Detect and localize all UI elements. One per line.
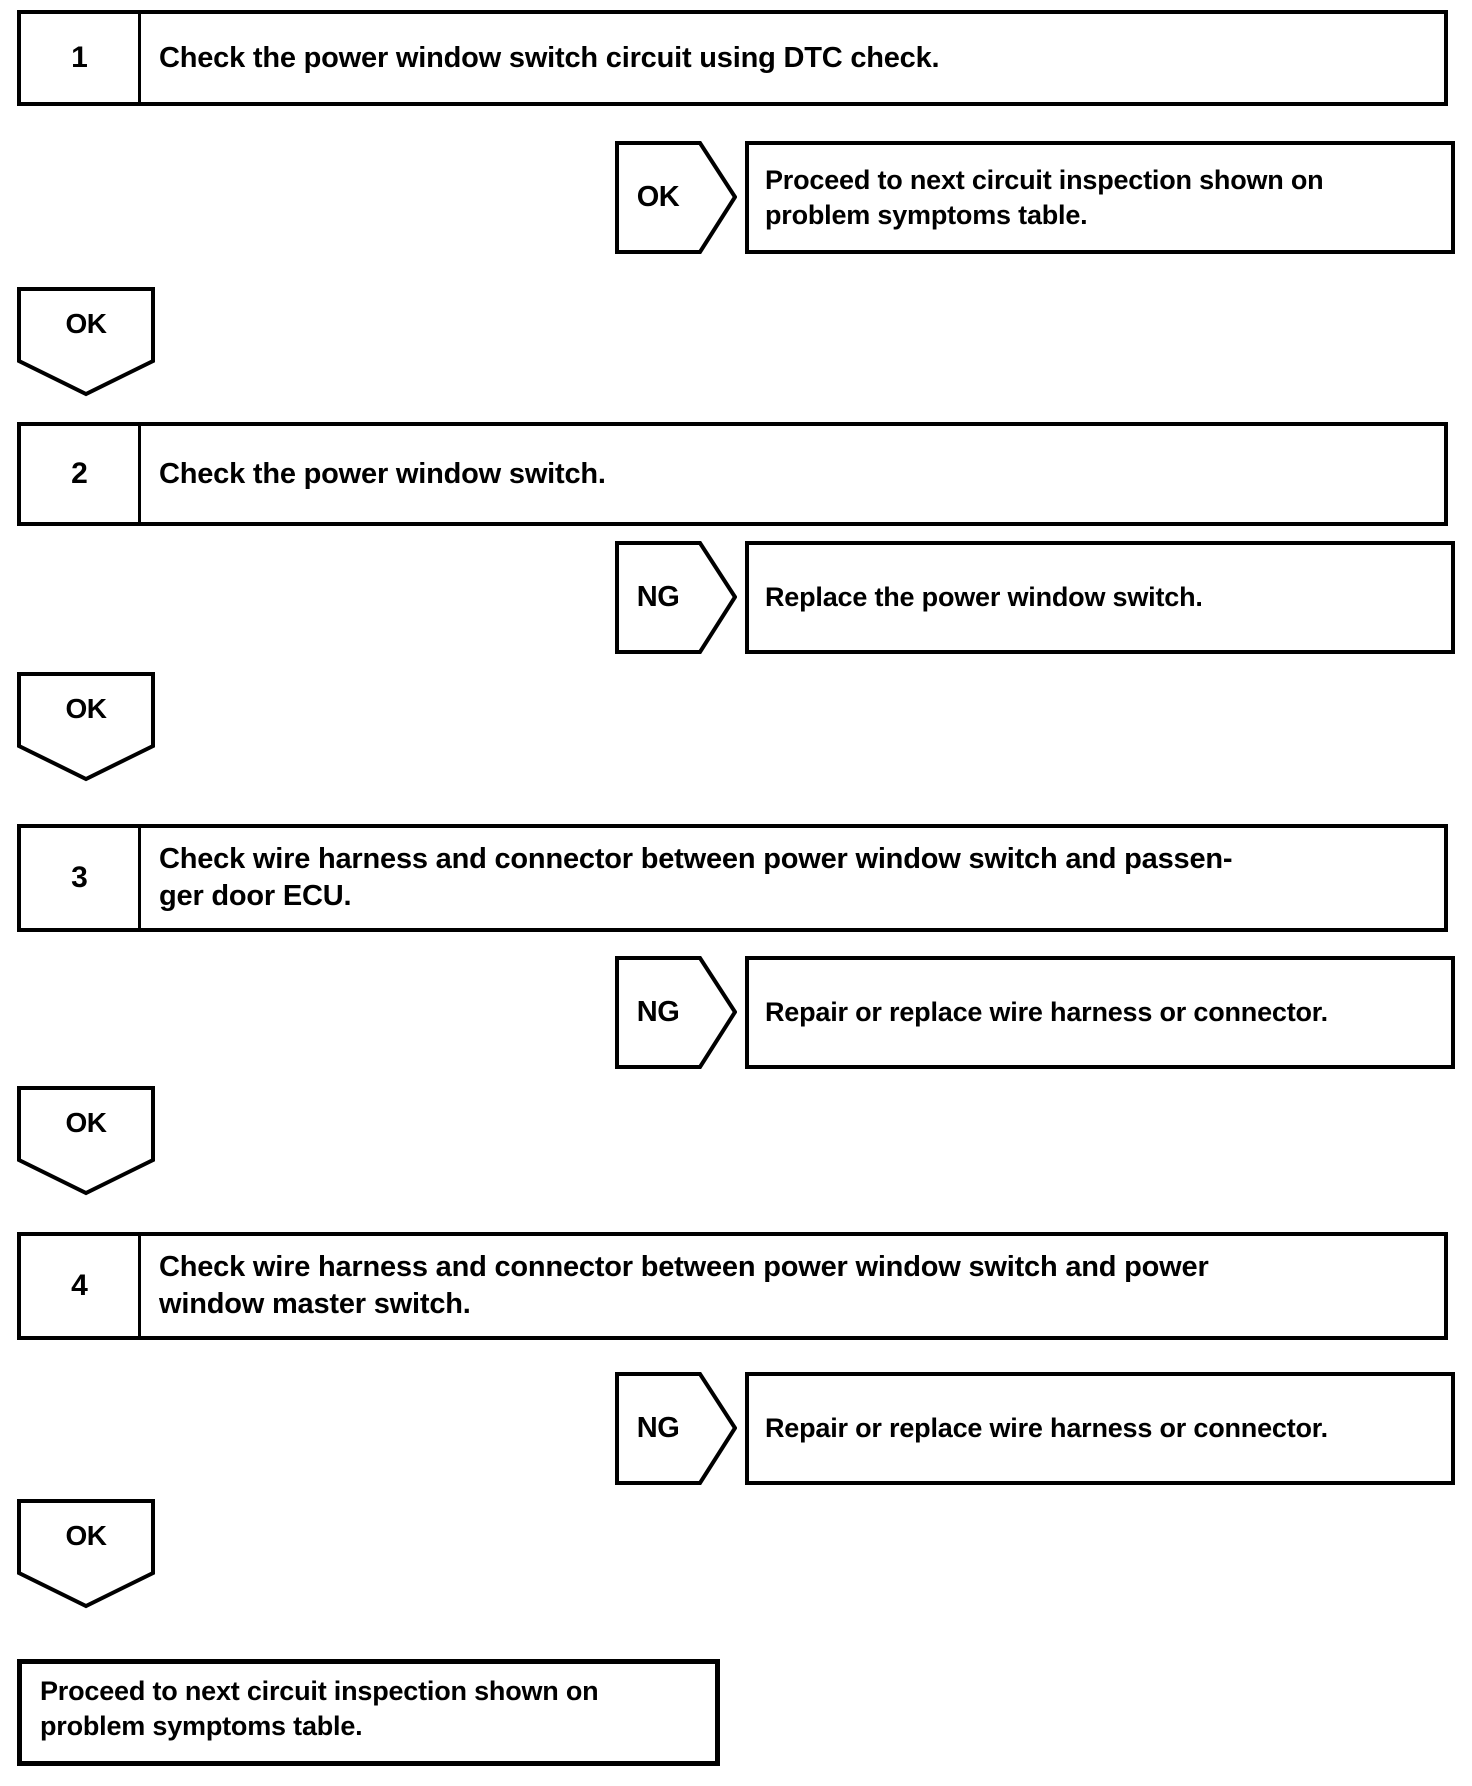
step-instruction-1: Check the power window switch circuit us…: [159, 41, 940, 74]
step-box-2: 2 Check the power window switch.: [17, 422, 1448, 526]
step-number-4: 4: [21, 1236, 141, 1336]
step-box-1: 1 Check the power window switch circuit …: [17, 10, 1448, 106]
step-number-1: 1: [21, 14, 141, 102]
ng-arrow-right-icon: NG: [615, 956, 737, 1069]
step-box-4: 4 Check wire harness and connector betwe…: [17, 1232, 1448, 1340]
step-number-1-label: 1: [71, 41, 88, 74]
branch-row-2: NG Replace the power window switch.: [615, 541, 1472, 654]
continue-ok-label-4: OK: [65, 1520, 108, 1551]
branch-row-4: NG Repair or replace wire harness or con…: [615, 1372, 1472, 1485]
continue-ok-label-3: OK: [65, 1107, 108, 1138]
ok-arrow-down-icon: OK: [17, 1499, 155, 1609]
branch-result-1: Proceed to next circuit inspection shown…: [745, 141, 1455, 254]
branch-row-1: OK Proceed to next circuit inspection sh…: [615, 141, 1472, 254]
ok-arrow-right-icon: OK: [615, 141, 737, 254]
step-number-2-label: 2: [71, 457, 88, 490]
branch-label-2: NG: [636, 581, 680, 613]
ok-arrow-down-icon: OK: [17, 672, 155, 782]
step-number-3-label: 3: [71, 861, 88, 894]
branch-label-3: NG: [636, 996, 680, 1028]
step-number-2: 2: [21, 426, 141, 522]
step-number-3: 3: [21, 828, 141, 928]
branch-label-1: OK: [636, 181, 680, 213]
branch-result-3: Repair or replace wire harness or connec…: [745, 956, 1455, 1069]
troubleshooting-flowchart: 1 Check the power window switch circuit …: [0, 10, 1472, 1786]
step-instruction-3: Check wire harness and connector between…: [159, 843, 1233, 912]
step-box-3: 3 Check wire harness and connector betwe…: [17, 824, 1448, 932]
step-instruction-4: Check wire harness and connector between…: [159, 1251, 1209, 1320]
ng-arrow-right-icon: NG: [615, 541, 737, 654]
continue-ok-label-2: OK: [65, 693, 108, 724]
branch-row-3: NG Repair or replace wire harness or con…: [615, 956, 1472, 1069]
branch-result-2: Replace the power window switch.: [745, 541, 1455, 654]
branch-label-4: NG: [636, 1412, 680, 1444]
ok-arrow-down-icon: OK: [17, 287, 155, 397]
step-number-4-label: 4: [71, 1269, 88, 1302]
final-result-box: Proceed to next circuit inspection shown…: [17, 1659, 720, 1766]
ng-arrow-right-icon: NG: [615, 1372, 737, 1485]
branch-result-4: Repair or replace wire harness or connec…: [745, 1372, 1455, 1485]
continue-ok-label-1: OK: [65, 308, 108, 339]
ok-arrow-down-icon: OK: [17, 1086, 155, 1196]
step-instruction-2: Check the power window switch.: [159, 457, 606, 490]
